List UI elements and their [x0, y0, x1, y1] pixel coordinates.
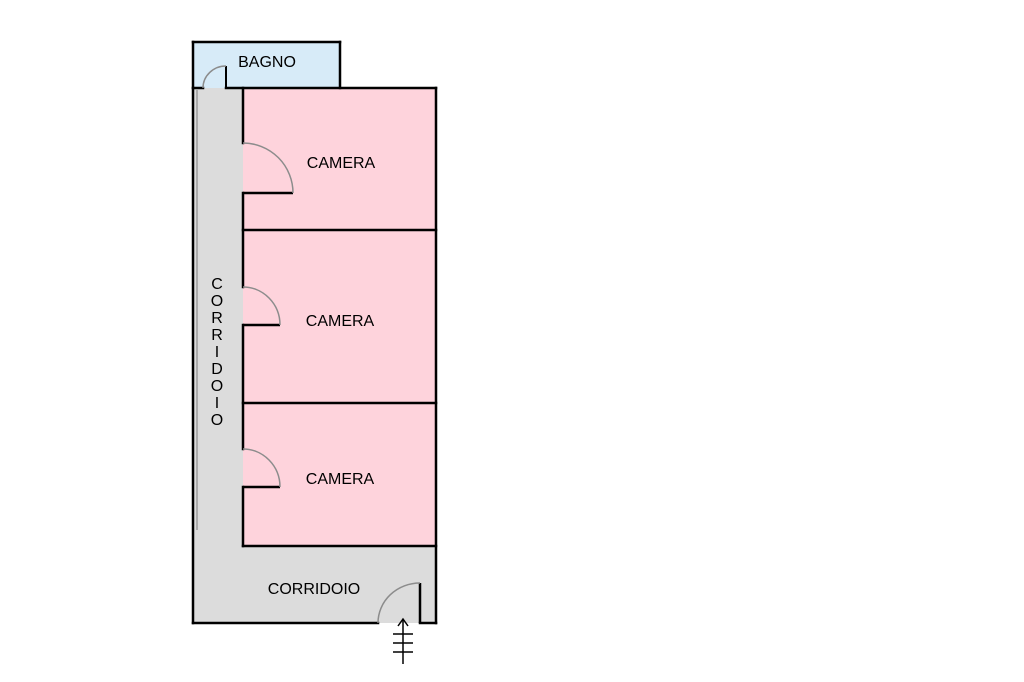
door-entrance [377, 582, 422, 624]
bedroom-label-1: CAMERA [307, 155, 376, 172]
corridor-letter: R [211, 327, 223, 344]
door-bedroom-2 [242, 286, 281, 327]
corridor-label-vertical: C O R R I D O I O [211, 276, 223, 429]
walls [191, 40, 438, 625]
corridor-label-horizontal: CORRIDOIO [268, 581, 360, 598]
corridor-letter: R [211, 310, 223, 327]
corridor-letter: I [215, 344, 219, 361]
bedroom-area-2 [243, 230, 436, 403]
corridor-letter: D [211, 361, 223, 378]
corridor-letter: O [211, 378, 223, 395]
bedroom-area-3 [243, 403, 436, 546]
door-bathroom [202, 65, 227, 89]
corridor-letter: O [211, 412, 223, 429]
bedroom-area-1 [243, 88, 436, 230]
door-bedroom-1 [242, 142, 294, 195]
bathroom-label: BAGNO [238, 54, 296, 71]
bedroom-label-3: CAMERA [306, 471, 375, 488]
corridor-letter: C [211, 276, 223, 293]
bathroom-area [193, 42, 340, 88]
bedroom-label-2: CAMERA [306, 313, 375, 330]
corridor-letter: I [215, 395, 219, 412]
corridor-letter: O [211, 293, 223, 310]
entrance-arrow-icon [393, 617, 413, 664]
door-bedroom-3 [242, 448, 281, 489]
corridor-area [193, 88, 436, 623]
